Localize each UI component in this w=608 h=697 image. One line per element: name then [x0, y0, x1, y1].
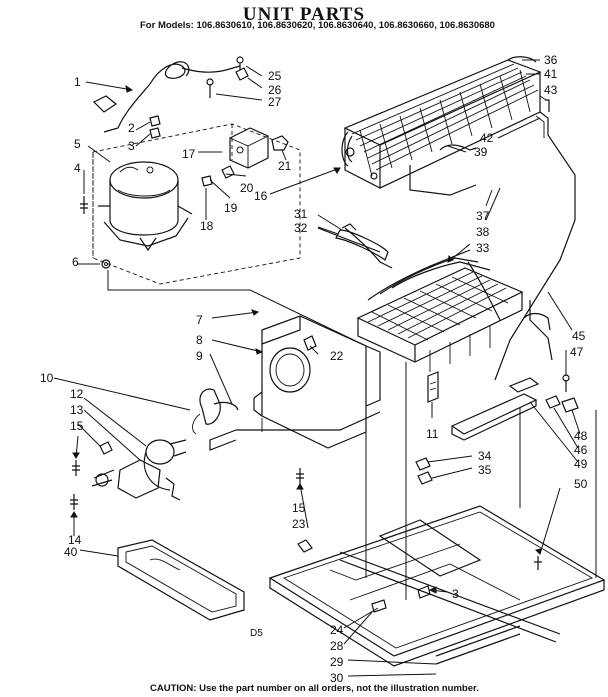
- callout-17: 17: [182, 147, 196, 161]
- condenser-coil: [341, 56, 542, 189]
- callout-37: 37: [476, 209, 490, 223]
- callout-22: 22: [330, 349, 344, 363]
- rear-brackets: [450, 374, 579, 570]
- evaporator-bracket: [427, 371, 439, 403]
- callout-7: 7: [196, 313, 203, 327]
- evaporator-coil: [356, 249, 524, 372]
- power-cord: [92, 61, 241, 133]
- model-list: For Models: 106.8630610, 106.8630620, 10…: [140, 20, 495, 31]
- callout-48: 48: [574, 429, 588, 443]
- callout-25: 25: [268, 69, 282, 83]
- callout-3-base: 3: [452, 587, 459, 601]
- diagram-code: D5: [250, 628, 263, 639]
- callout-39: 39: [474, 145, 488, 159]
- small-hardware-top: [149, 56, 249, 139]
- callout-3: 3: [128, 139, 135, 153]
- caution-note: CAUTION: Use the part number on all orde…: [150, 683, 479, 694]
- refrigerant-tubing: [344, 99, 576, 381]
- screws-left: [70, 441, 113, 510]
- callout-15-left: 15: [70, 419, 84, 433]
- callout-4: 4: [74, 161, 81, 175]
- mounting-hardware-left: [80, 196, 111, 269]
- callout-18: 18: [200, 219, 214, 233]
- callout-8: 8: [196, 333, 203, 347]
- callout-41: 41: [544, 67, 558, 81]
- callout-19: 19: [224, 201, 238, 215]
- callout-35: 35: [478, 463, 492, 477]
- callout-2: 2: [128, 121, 135, 135]
- callout-33: 33: [476, 241, 490, 255]
- callout-21: 21: [278, 159, 292, 173]
- callout-5: 5: [74, 137, 81, 151]
- page-title: UNIT PARTS: [242, 4, 366, 25]
- callout-20: 20: [240, 181, 254, 195]
- callout-6: 6: [72, 255, 79, 269]
- callout-13: 13: [70, 403, 84, 417]
- callout-32: 32: [294, 221, 308, 235]
- relay-overload-assembly: [201, 127, 289, 187]
- condenser-fan-motor: [91, 388, 239, 501]
- compressor: [92, 123, 301, 285]
- callout-1: 1: [74, 75, 81, 89]
- base-frame: [268, 505, 606, 667]
- callout-31: 31: [294, 207, 308, 221]
- callout-16: 16: [254, 189, 268, 203]
- callout-50: 50: [574, 477, 588, 491]
- callout-28: 28: [330, 639, 344, 653]
- callout-45: 45: [572, 329, 586, 343]
- callout-40: 40: [64, 545, 78, 559]
- callout-43: 43: [544, 83, 558, 97]
- clips-34-35: [415, 457, 433, 485]
- callout-42: 42: [480, 131, 494, 145]
- drier: [317, 223, 389, 261]
- callout-10: 10: [40, 371, 54, 385]
- callout-36: 36: [544, 53, 558, 67]
- callout-26: 26: [268, 83, 282, 97]
- callout-12: 12: [70, 387, 84, 401]
- callout-34: 34: [478, 449, 492, 463]
- callout-15-center: 15: [292, 501, 306, 515]
- machine-compartment-shroud: [209, 315, 381, 451]
- leader-lines: [53, 59, 581, 677]
- callout-29: 29: [330, 655, 344, 669]
- callout-24: 24: [330, 623, 344, 637]
- center-hardware: [296, 468, 313, 553]
- callout-30: 30: [330, 671, 344, 685]
- callout-49: 49: [574, 457, 588, 471]
- callout-46: 46: [574, 443, 588, 457]
- callout-labels: 1 2 3 5 4 6 7 8 9 10 12 13 15 14 40 15 2…: [40, 53, 588, 685]
- callout-11: 11: [426, 427, 439, 441]
- leader-arrowheads: [70, 84, 542, 594]
- callout-9: 9: [196, 349, 203, 363]
- callout-14: 14: [68, 533, 82, 547]
- reference-lines: [107, 270, 597, 600]
- callout-47: 47: [570, 345, 584, 359]
- drain-pan: [117, 539, 245, 621]
- callout-38: 38: [476, 225, 490, 239]
- callout-27: 27: [268, 95, 282, 109]
- callout-23: 23: [292, 517, 306, 531]
